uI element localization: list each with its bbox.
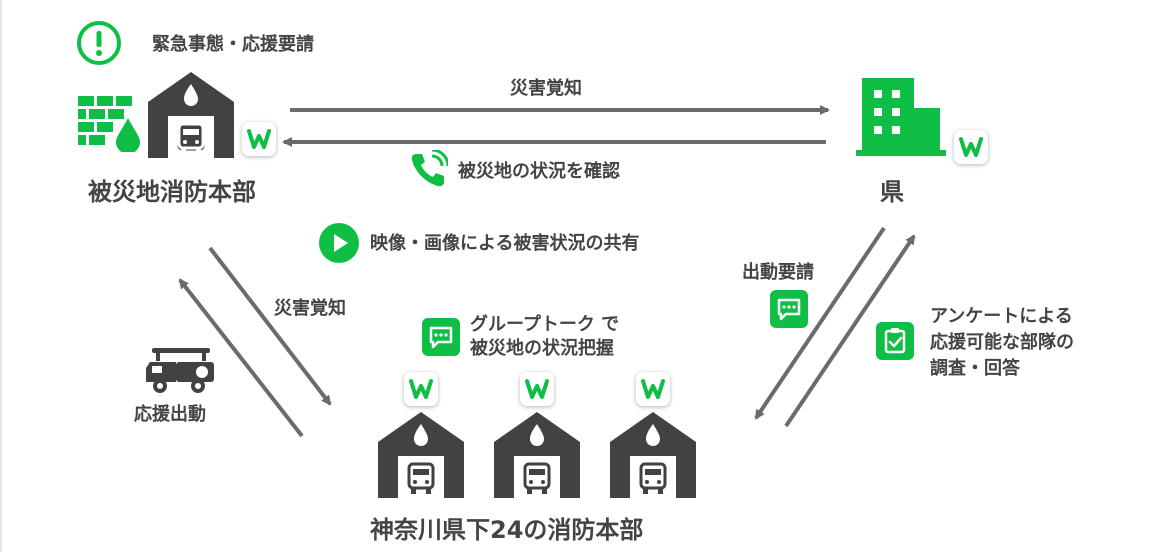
disaster-awareness-top-label: 災害覚知 xyxy=(510,78,582,99)
local-hq-label: 神奈川県下24の消防本部 xyxy=(370,516,644,544)
confirm-situation-label: 被災地の状況を確認 xyxy=(458,161,620,182)
works-app-icon xyxy=(636,372,670,406)
survey-icon xyxy=(876,322,914,360)
left-border xyxy=(0,0,2,552)
arrow-local-to-hq xyxy=(178,278,304,438)
survey-line2: 応援可能な部隊の xyxy=(930,332,1074,353)
works-app-icon xyxy=(242,122,276,156)
works-app-icon xyxy=(954,130,988,164)
survey-line3: 調査・回答 xyxy=(930,358,1020,379)
fire-truck-icon xyxy=(146,344,216,396)
group-talk-line2: 被災地の状況把握 xyxy=(470,338,614,359)
water-wall-icon xyxy=(78,96,146,154)
support-dispatch-label: 応援出動 xyxy=(134,404,206,425)
prefecture-label: 県 xyxy=(880,178,904,206)
fire-station-icon xyxy=(148,72,234,158)
play-icon xyxy=(318,222,360,264)
survey-line1: アンケートによる xyxy=(930,306,1073,327)
chat-icon xyxy=(422,318,460,356)
fire-station-icon xyxy=(494,412,580,498)
works-app-icon xyxy=(520,372,554,406)
dispatch-request-label: 出動要請 xyxy=(742,262,814,283)
phone-icon xyxy=(408,148,450,190)
disaster-awareness-left-label: 災害覚知 xyxy=(274,298,346,319)
group-talk-line1: グループトーク で xyxy=(470,314,620,335)
arrow-local-to-pref xyxy=(784,234,916,428)
fire-station-icon xyxy=(378,412,464,498)
building-icon xyxy=(856,78,946,156)
works-app-icon xyxy=(404,372,438,406)
chat-icon xyxy=(770,290,808,328)
arrow-pref-to-local xyxy=(754,226,886,420)
emergency-label: 緊急事態・応援要請 xyxy=(152,34,314,55)
exclamation-icon xyxy=(76,20,122,66)
fire-station-icon xyxy=(610,412,696,498)
arrow-hq-to-local xyxy=(208,246,332,406)
disaster-hq-label: 被災地消防本部 xyxy=(88,178,256,206)
video-share-label: 映像・画像による被害状況の共有 xyxy=(370,233,640,254)
